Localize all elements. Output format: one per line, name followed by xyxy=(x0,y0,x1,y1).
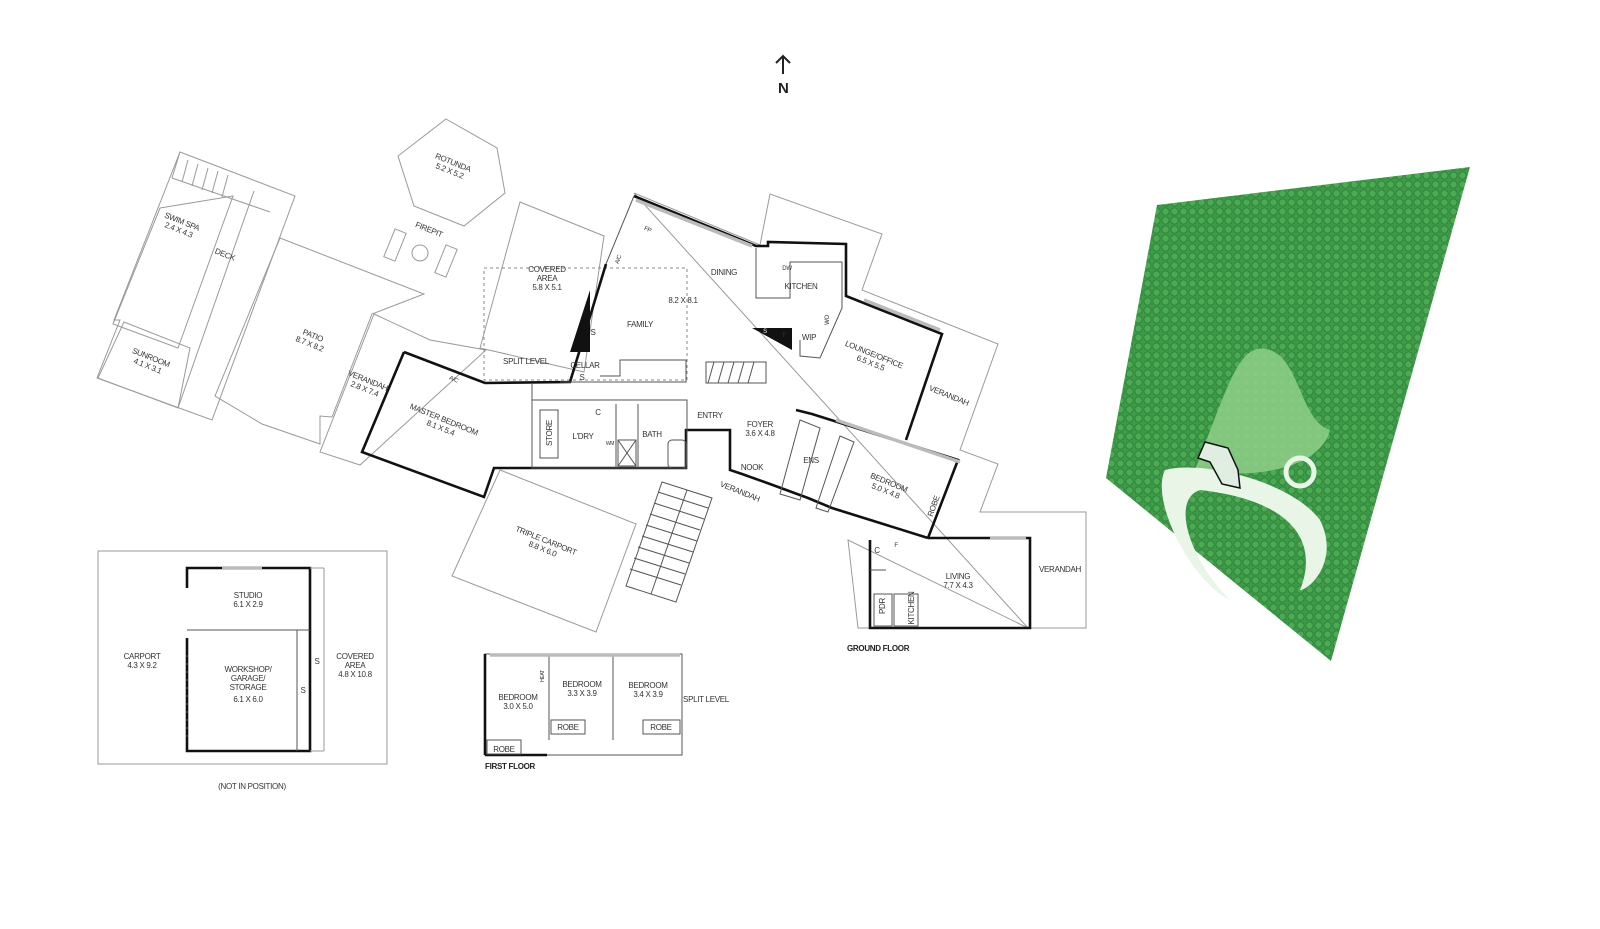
robe-label: ROBE xyxy=(650,723,671,732)
bedroom-label: BEDROOM5.0 X 4.8 xyxy=(866,471,910,503)
lounge-office-label: LOUNGE/OFFICE6.5 X 5.5 xyxy=(840,339,904,379)
verandah-living-label: VERANDAH xyxy=(1039,565,1082,574)
triple-carport-label: TRIPLE CARPORT8.8 X 6.0 xyxy=(511,524,578,565)
split-level-label: SPLIT LEVEL xyxy=(503,357,550,366)
rotunda-label: ROTUNDA5.2 X 5.2 xyxy=(431,151,473,182)
family-dim-label: 8.2 X 8.1 xyxy=(668,296,698,305)
kitchen-label: KITCHEN xyxy=(784,282,818,291)
not-in-position-note: (NOT IN POSITION) xyxy=(218,782,286,791)
cellar-label: CELLAR xyxy=(570,361,600,370)
ac-label: A/C xyxy=(448,376,460,385)
wip-label: WIP xyxy=(802,333,816,342)
robe-label: ROBE xyxy=(557,723,578,732)
north-label: N xyxy=(778,80,789,97)
laundry-label: L'DRY xyxy=(572,432,594,441)
firepit-label: FIREPIT xyxy=(414,220,444,239)
wm-label: WM xyxy=(606,441,614,447)
sd-label: S xyxy=(763,329,767,335)
bath-label: BATH xyxy=(642,430,662,439)
sunroom-label: SUNROOM4.1 X 3.1 xyxy=(127,346,171,378)
cupboard-label: C xyxy=(595,408,601,417)
entry-label: ENTRY xyxy=(697,411,723,420)
verandah-west-label: VERANDAH2.8 X 7.4 xyxy=(343,369,389,402)
north-arrow-icon xyxy=(775,54,791,74)
house-walls xyxy=(360,194,1032,630)
wo-label: WO xyxy=(825,315,831,325)
cupboard-label: C xyxy=(874,546,880,555)
dw-label: DW xyxy=(782,266,792,272)
robe-label: ROBE xyxy=(493,745,514,754)
ground-floor-title: GROUND FLOOR xyxy=(847,644,910,653)
dining-label: DINING xyxy=(711,268,737,277)
first-floor-plan xyxy=(483,653,683,757)
fireplace-label: FP xyxy=(643,226,652,234)
storage-s-label: S xyxy=(300,686,305,695)
storage-s-label: S xyxy=(579,373,584,382)
fridge-label: F xyxy=(894,543,898,549)
fridge-label: F xyxy=(782,333,786,339)
store-label: STORE xyxy=(545,420,554,446)
site-plan xyxy=(1106,167,1470,661)
family-label: FAMILY xyxy=(627,320,654,329)
master-bedroom-label: MASTER BEDROOM8.1 X 5.4 xyxy=(405,402,480,446)
storage-s-label: S xyxy=(590,328,595,337)
verandah-south-label: VERANDAH xyxy=(719,480,762,504)
split-level-label: SPLIT LEVEL xyxy=(683,695,730,704)
heat-label: HEAT xyxy=(540,670,546,682)
kitchenette-label: KITCHEN xyxy=(907,591,916,625)
ensuite-label: ENS xyxy=(803,456,819,465)
patio-label: PATIO8.7 X 8.2 xyxy=(294,326,329,354)
swim-spa-label: SWIM SPA2.4 X 4.3 xyxy=(160,211,202,242)
outbuilding xyxy=(97,550,388,765)
ac-label: A/C xyxy=(615,253,624,265)
nook-label: NOOK xyxy=(741,463,764,472)
powder-room-label: PDR xyxy=(878,597,887,614)
storage-s-label: S xyxy=(314,657,319,666)
verandah-east-label: VERANDAH xyxy=(928,384,971,408)
first-floor-title: FIRST FLOOR xyxy=(485,762,536,771)
outdoor-structures xyxy=(96,118,1087,633)
stairs xyxy=(625,361,767,603)
